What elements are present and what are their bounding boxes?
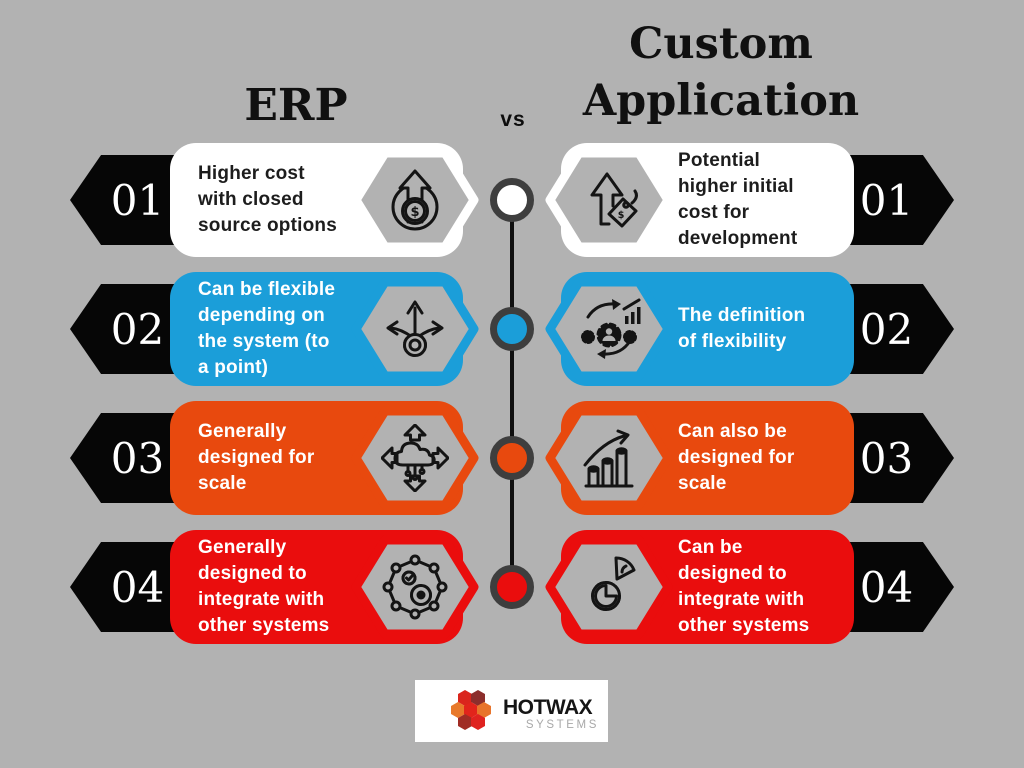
number-badge-right: 01	[839, 155, 954, 245]
growth-bars-icon	[583, 429, 634, 488]
money-growth-icon: $	[391, 169, 439, 231]
number-badge-right: 04	[839, 542, 954, 632]
hotwax-hex-cluster-icon	[451, 690, 491, 732]
card-text: Generally designed to integrate with oth…	[198, 537, 330, 636]
timeline-dot	[490, 565, 534, 609]
integration-network-icon	[382, 554, 448, 620]
svg-text:$: $	[410, 205, 419, 220]
timeline-line	[510, 200, 514, 587]
timeline-dot	[490, 307, 534, 351]
row-number: 01	[859, 175, 914, 225]
right-column-title: Custom Application	[582, 19, 860, 126]
row-number: 01	[110, 175, 165, 225]
comparison-row-4: 04 Generally designed to integrate with …	[0, 530, 1024, 644]
logo-hexagon	[471, 714, 485, 730]
row-number: 04	[859, 562, 914, 612]
comparison-row-1: 01 Higher cost with closed source option…	[0, 143, 1024, 257]
card-text: Can also be designed for scale	[678, 421, 795, 494]
row-number: 03	[859, 433, 914, 483]
hotwax-systems-label: SYSTEMS	[525, 719, 599, 731]
gears-process-icon	[581, 298, 641, 359]
comparison-row-3: 03 Generally designed for scale Can also	[0, 401, 1024, 515]
comparison-row-2: 02 Can be flexible depending on the syst…	[0, 272, 1024, 386]
card-text: Potential higher initial cost for develo…	[678, 150, 798, 249]
price-tag-arrow-icon: $	[590, 172, 638, 228]
logo-hexagon	[458, 690, 472, 706]
gear-segment-icon	[591, 556, 636, 611]
number-badge-right: 03	[839, 413, 954, 503]
hexagon-badge	[351, 406, 479, 510]
vs-label: vs	[500, 108, 526, 131]
card-text: Can be flexible depending on the system …	[198, 279, 336, 378]
cloud-scale-arrows-icon	[381, 424, 449, 492]
number-badge-left: 03	[70, 413, 185, 503]
number-badge-left: 01	[70, 155, 185, 245]
logo-hexagon	[464, 702, 478, 718]
left-column-title: ERP	[244, 80, 348, 131]
card-text: Higher cost with closed source options	[198, 163, 337, 236]
number-badge-right: 02	[839, 284, 954, 374]
row-number: 02	[110, 304, 165, 354]
hotwax-wordmark: HOTWAX	[503, 696, 593, 719]
svg-text:$: $	[618, 210, 625, 221]
number-badge-left: 04	[70, 542, 185, 632]
row-number: 03	[110, 433, 165, 483]
logo-hexagon	[458, 714, 472, 730]
number-badge-left: 02	[70, 284, 185, 374]
timeline-dot	[490, 178, 534, 222]
card-text: Generally designed for scale	[198, 421, 315, 494]
hexagon-badge	[545, 148, 673, 252]
hotwax-logo: HOTWAX SYSTEMS	[415, 680, 608, 742]
card-text: The definition of flexibility	[678, 305, 806, 352]
row-number: 02	[859, 304, 914, 354]
branch-arrows-gear-icon	[386, 300, 444, 357]
card-text: Can be designed to integrate with other …	[678, 537, 810, 636]
logo-hexagon	[451, 702, 465, 718]
logo-hexagon	[471, 690, 485, 706]
timeline-dot	[490, 436, 534, 480]
logo-hexagon	[477, 702, 491, 718]
row-number: 04	[110, 562, 165, 612]
